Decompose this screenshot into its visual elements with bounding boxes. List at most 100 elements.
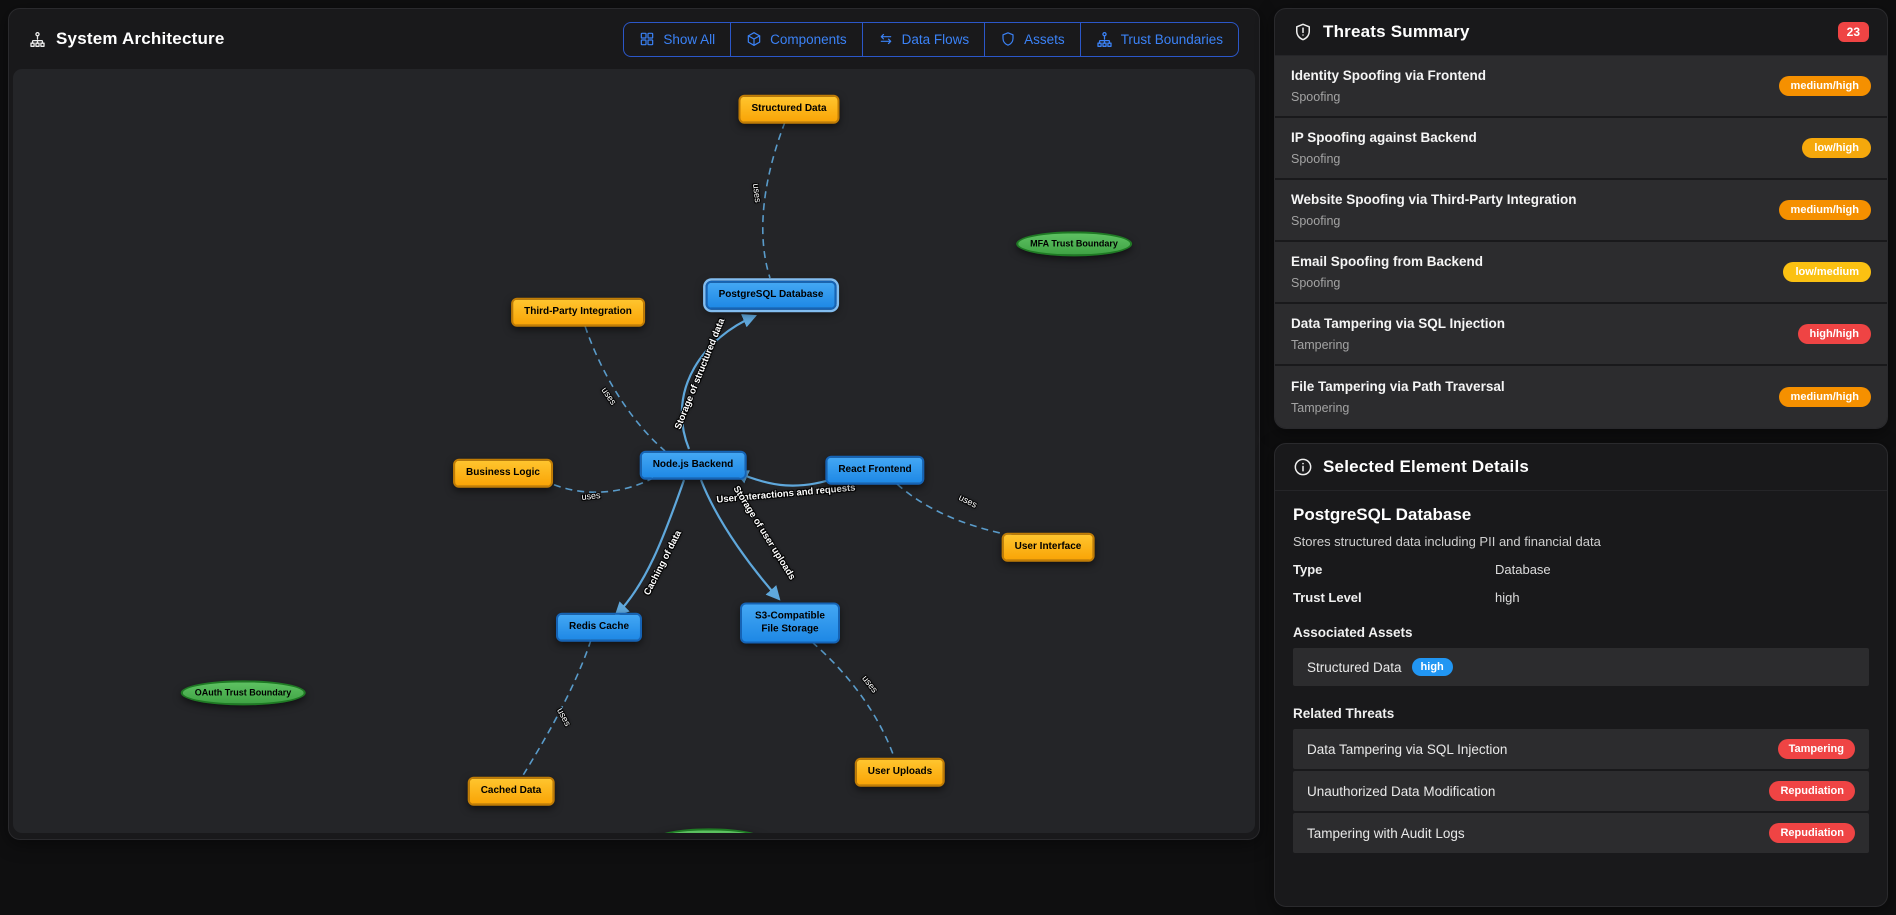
edge-label-uses: uses: [581, 490, 601, 502]
property-value: Database: [1495, 562, 1551, 577]
associated-assets-heading: Associated Assets: [1293, 625, 1413, 640]
filter-button-label: Assets: [1024, 31, 1065, 47]
graph-node-cached-data[interactable]: Cached Data: [467, 776, 555, 806]
selected-element-body: PostgreSQL Database Stores structured da…: [1275, 491, 1887, 869]
threat-title: IP Spoofing against Backend: [1291, 130, 1477, 145]
graph-node-nodejs-backend[interactable]: Node.js Backend: [639, 450, 747, 480]
threat-title: Website Spoofing via Third-Party Integra…: [1291, 192, 1577, 207]
filter-button-trust-boundaries[interactable]: Trust Boundaries: [1079, 22, 1238, 56]
related-threat-name: Tampering with Audit Logs: [1307, 825, 1465, 841]
related-threat-row-data-tampering-via-sql-injection[interactable]: Data Tampering via SQL Injection Tamperin…: [1293, 729, 1869, 769]
threat-type-badge: Repudiation: [1769, 823, 1855, 843]
property-label: Trust Level: [1293, 590, 1362, 605]
related-threat-row-tampering-with-audit-logs[interactable]: Tampering with Audit Logs Repudiation: [1293, 813, 1869, 853]
graph-node-postgresql-database[interactable]: PostgreSQL Database: [705, 280, 837, 310]
filter-button-show-all[interactable]: Show All: [624, 23, 730, 56]
architecture-column: System Architecture Show All Components Da…: [8, 8, 1260, 907]
related-threat-row-unauthorized-data-modification[interactable]: Unauthorized Data Modification Repudiatio…: [1293, 771, 1869, 811]
cube-icon: [746, 31, 762, 47]
edge-s3-storage-to-user-uploads: [811, 641, 895, 758]
threat-category: Spoofing: [1291, 214, 1341, 228]
asset-row-structured-data[interactable]: Structured Data high: [1293, 648, 1869, 686]
threat-category: Spoofing: [1291, 90, 1341, 104]
info-icon: [1293, 457, 1313, 477]
shield-alert-icon: [1293, 22, 1313, 42]
threat-type-badge: Tampering: [1777, 739, 1855, 759]
graph-node-mfa-trust-boundary[interactable]: MFA Trust Boundary: [1016, 231, 1132, 257]
filter-button-data-flows[interactable]: Data Flows: [861, 22, 985, 56]
edge-third-party-integration-to-nodejs-backend: [584, 325, 666, 452]
selected-element-header: Selected Element Details: [1275, 444, 1887, 491]
severity-badge: low/high: [1802, 138, 1871, 158]
shield-icon: [1000, 31, 1016, 47]
graph-node-structured-data[interactable]: Structured Data: [738, 94, 840, 124]
element-description: Stores structured data including PII and…: [1293, 534, 1601, 549]
severity-badge: medium/high: [1778, 387, 1871, 407]
sitemap-icon: [29, 31, 46, 48]
property-value: high: [1495, 590, 1520, 605]
edge-react-frontend-to-nodejs-backend: [734, 470, 840, 487]
filter-button-components[interactable]: Components: [730, 22, 862, 56]
threat-title: Data Tampering via SQL Injection: [1291, 316, 1506, 331]
threat-type-badge: Repudiation: [1769, 781, 1855, 801]
threat-item-website-spoofing-via-third-party-integration[interactable]: Website Spoofing via Third-Party Integra…: [1275, 180, 1887, 242]
element-name: PostgreSQL Database: [1293, 505, 1472, 524]
grid-icon: [639, 31, 655, 47]
property-label: Type: [1293, 562, 1323, 577]
sitemap-icon: [1096, 31, 1113, 48]
diagram-edges-layer: [521, 121, 1030, 778]
related-threats-heading: Related Threats: [1293, 706, 1395, 721]
threat-title: Email Spoofing from Backend: [1291, 254, 1484, 269]
edge-nodejs-backend-to-redis-cache: [614, 479, 686, 617]
graph-node-redis-cache[interactable]: Redis Cache: [555, 612, 643, 642]
threat-category: Spoofing: [1291, 276, 1341, 290]
architecture-title: System Architecture: [56, 29, 225, 48]
edge-nodejs-backend-to-postgresql-database: [680, 314, 757, 450]
graph-node-third-party-integration[interactable]: Third-Party Integration: [511, 297, 645, 327]
view-filter-group: Show All Components Data Flows Assets Trust …: [623, 21, 1239, 57]
graph-node-business-logic[interactable]: Business Logic: [453, 458, 553, 488]
property-row-type: Type Database: [1293, 562, 1869, 577]
selected-element-panel: Selected Element Details PostgreSQL Data…: [1274, 443, 1888, 907]
associated-asset-list: Structured Data high: [1293, 648, 1869, 686]
filter-button-label: Data Flows: [901, 31, 970, 47]
graph-node-react-frontend[interactable]: React Frontend: [825, 455, 925, 485]
edge-nodejs-backend-to-s3-storage: [699, 479, 781, 601]
asset-sensitivity-badge: high: [1411, 658, 1453, 676]
threat-count-badge: 23: [1837, 22, 1869, 42]
graph-node-oauth-trust-boundary[interactable]: OAuth Trust Boundary: [180, 680, 306, 706]
threat-category: Spoofing: [1291, 152, 1341, 166]
architecture-title-wrap: System Architecture: [29, 29, 225, 49]
edge-structured-data-to-postgresql-database: [762, 121, 786, 279]
details-column: Threats Summary 23 Identity Spoofing via…: [1274, 8, 1888, 907]
graph-node-s3-storage[interactable]: S3-Compatible File Storage: [740, 602, 840, 644]
architecture-header: System Architecture Show All Components Da…: [9, 9, 1259, 69]
threats-summary-panel: Threats Summary 23 Identity Spoofing via…: [1274, 8, 1888, 429]
edge-react-frontend-to-user-interface: [896, 483, 1030, 540]
filter-button-label: Components: [770, 31, 847, 47]
selected-element-title: Selected Element Details: [1323, 457, 1530, 476]
graph-node-user-interface[interactable]: User Interface: [1001, 532, 1095, 562]
edge-redis-cache-to-cached-data: [521, 639, 592, 778]
data-flow-arrows-icon: [878, 31, 894, 47]
filter-button-assets[interactable]: Assets: [984, 22, 1080, 56]
asset-name: Structured Data: [1307, 659, 1402, 675]
filter-button-label: Trust Boundaries: [1120, 31, 1223, 47]
related-threat-name: Data Tampering via SQL Injection: [1307, 741, 1508, 757]
related-threat-name: Unauthorized Data Modification: [1307, 783, 1496, 799]
threat-category: Tampering: [1291, 401, 1350, 415]
graph-node-user-uploads[interactable]: User Uploads: [854, 757, 946, 787]
severity-badge: medium/high: [1778, 76, 1871, 96]
